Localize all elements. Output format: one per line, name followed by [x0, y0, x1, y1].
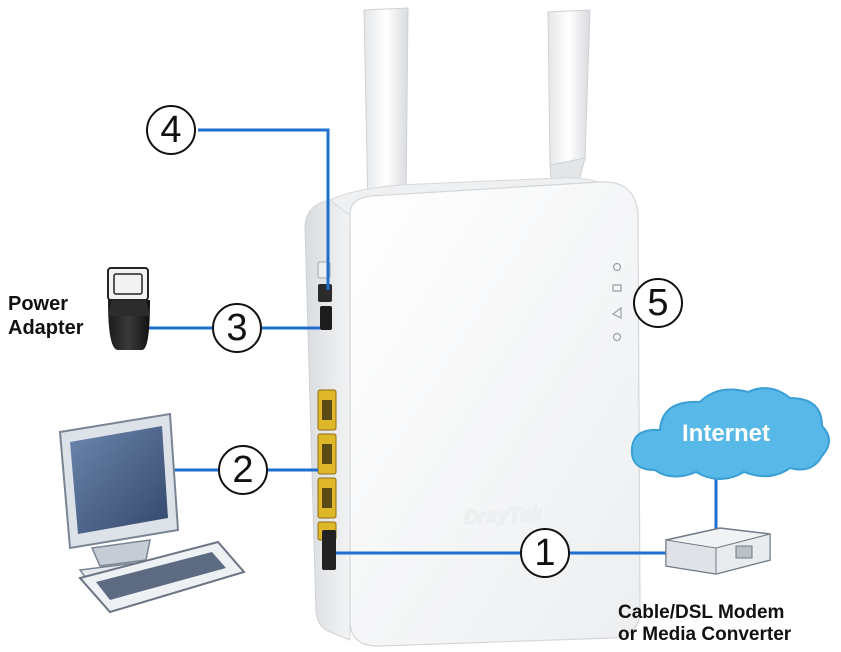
- power-adapter-label-line1: Power: [8, 293, 69, 315]
- modem-icon: [665, 527, 771, 575]
- led-indicators: [611, 262, 622, 342]
- lan-ports: [317, 389, 337, 541]
- callout-2: 2: [218, 445, 268, 495]
- modem-label-line1: Cable/DSL Modem: [618, 602, 785, 623]
- desktop-computer-icon: [58, 412, 246, 614]
- internet-cloud-icon: [630, 387, 830, 480]
- callout-4: 4: [146, 105, 196, 155]
- usb-port: [318, 284, 332, 302]
- led-wan-icon: [612, 284, 622, 292]
- power-adapter-label-line2: Adapter: [8, 317, 84, 339]
- modem-label: Cable/DSL Modem or Media Converter: [618, 602, 791, 646]
- router-brand-logo: DrayTek: [463, 502, 543, 530]
- antenna-right: [547, 9, 591, 189]
- line-4: [198, 128, 330, 290]
- router: [304, 177, 641, 647]
- led-power-icon: [612, 262, 622, 272]
- modem-label-line2: or Media Converter: [618, 624, 792, 645]
- wan-port: [322, 530, 336, 570]
- power-jack: [320, 306, 332, 330]
- power-adapter-label: Power Adapter: [8, 292, 84, 340]
- connector-lines: [148, 128, 718, 555]
- callout-1: 1: [520, 528, 570, 578]
- internet-label: Internet: [682, 420, 771, 447]
- callout-5: 5: [633, 278, 683, 328]
- led-wifi-icon: [611, 306, 622, 319]
- led-wps-icon: [612, 332, 622, 342]
- antenna-left: [363, 7, 409, 211]
- power-adapter-icon: [107, 267, 150, 350]
- callout-3: 3: [212, 303, 262, 353]
